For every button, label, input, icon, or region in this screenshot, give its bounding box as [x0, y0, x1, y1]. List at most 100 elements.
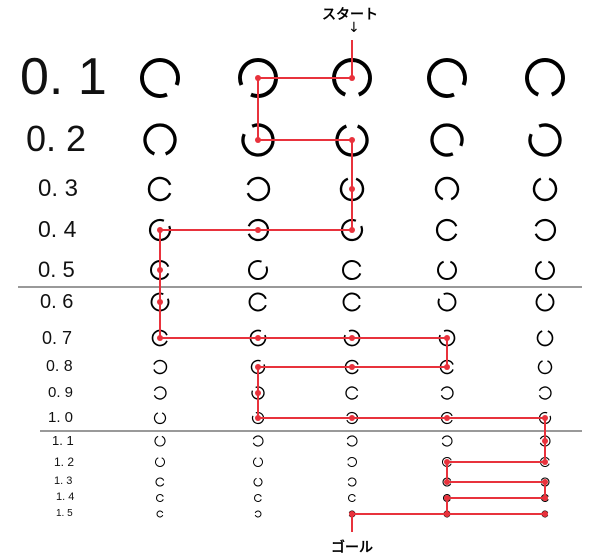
path-node-dot [444, 511, 450, 517]
path-node-dot [444, 364, 450, 370]
landolt-ring [441, 435, 453, 447]
path-node-dot [542, 415, 548, 421]
landolt-ring [443, 494, 451, 502]
path-node-dot [349, 186, 355, 192]
landolt-ring [250, 359, 266, 375]
landolt-ring [538, 411, 552, 425]
path-node-dot [542, 511, 548, 517]
path-node-dot [542, 495, 548, 501]
landolt-ring [238, 58, 278, 98]
landolt-ring [147, 176, 172, 202]
landolt-ring [246, 176, 271, 202]
landolt-ring [151, 329, 168, 347]
landolt-ring [347, 477, 357, 487]
path-node-dot [542, 438, 548, 444]
landolt-ring [528, 123, 562, 157]
landolt-ring [143, 123, 177, 156]
path-node-dot [444, 415, 450, 421]
landolt-ring [154, 435, 166, 447]
path-node-dot [255, 137, 261, 143]
landolt-ring [155, 457, 165, 467]
landolt-ring [156, 510, 164, 518]
path-node-dot [349, 364, 355, 370]
acuity-label: 1. 4 [56, 491, 75, 504]
landolt-ring [254, 510, 262, 518]
landolt-ring [340, 218, 364, 242]
acuity-label: 0. 1 [20, 47, 107, 106]
landolt-ring [437, 260, 457, 280]
path-node-dot [255, 75, 261, 81]
path-node-dot [349, 137, 355, 143]
landolt-ring [254, 494, 262, 502]
landolt-ring [153, 359, 168, 375]
path-node-dot [349, 75, 355, 81]
landolt-ring [442, 457, 452, 467]
acuity-label: 0. 6 [40, 290, 74, 313]
landolt-ring [248, 260, 268, 280]
landolt-ring [536, 330, 554, 347]
landolt-ring [442, 477, 452, 487]
acuity-label: 1. 5 [56, 507, 73, 519]
landolt-ring [348, 494, 356, 502]
acuity-label: 0. 7 [42, 327, 73, 348]
landolt-ring [343, 329, 361, 347]
path-node-dot [157, 335, 163, 341]
start-arrow-icon: ↓ [348, 20, 360, 36]
path-node-dot [444, 335, 450, 341]
path-node-dot [542, 479, 548, 485]
landolt-ring [148, 218, 172, 242]
acuity-label: 0. 9 [48, 384, 74, 402]
landolt-ring [440, 386, 454, 400]
path-node-dot [444, 495, 450, 501]
path-node-dot [349, 511, 355, 517]
acuity-label: 1. 2 [54, 454, 75, 469]
landolt-ring [347, 457, 357, 467]
landolt-ring [241, 123, 275, 157]
landolt-ring [539, 435, 551, 447]
landolt-ring [346, 435, 358, 447]
landolt-ring [155, 477, 165, 487]
acuity-label: 0. 4 [38, 216, 77, 243]
path-node-dot [444, 479, 450, 485]
path-node-dot [255, 415, 261, 421]
landolt-ring [153, 412, 167, 425]
landolt-ring [534, 218, 557, 242]
goal-label: ゴール [331, 540, 373, 556]
acuity-label: 0. 5 [38, 256, 75, 282]
landolt-ring [253, 477, 263, 487]
landolt-ring [437, 292, 457, 312]
landolt-ring [150, 260, 170, 280]
path-node-dot [255, 335, 261, 341]
acuity-label: 0. 3 [38, 174, 79, 202]
landolt-ring [150, 292, 170, 312]
path-node-dot [349, 415, 355, 421]
landolt-ring [251, 386, 265, 400]
landolt-ring [249, 329, 267, 347]
path-node-dot [255, 364, 261, 370]
path-node-dot [255, 390, 261, 396]
landolt-ring [537, 360, 553, 375]
landolt-ring [525, 58, 565, 97]
landolt-ring [532, 177, 558, 202]
landolt-ring [342, 260, 362, 280]
landolt-ring [156, 494, 164, 502]
landolt-ring [427, 58, 467, 98]
acuity-label: 1. 0 [48, 409, 74, 427]
landolt-ring [345, 386, 359, 400]
landolt-ring [535, 293, 555, 312]
path-node-dot [542, 459, 548, 465]
landolt-ring [251, 411, 265, 425]
path-node-dot [157, 267, 163, 273]
landolt-ring [140, 58, 180, 98]
landolt-ring [253, 457, 263, 467]
path-node-dot [349, 227, 355, 233]
landolt-ring [153, 386, 167, 400]
path-node-dot [157, 227, 163, 233]
path-node-dot [349, 335, 355, 341]
landolt-ring [538, 386, 552, 400]
landolt-ring [342, 292, 361, 312]
landolt-ring [438, 329, 456, 347]
landolt-ring [430, 123, 464, 157]
